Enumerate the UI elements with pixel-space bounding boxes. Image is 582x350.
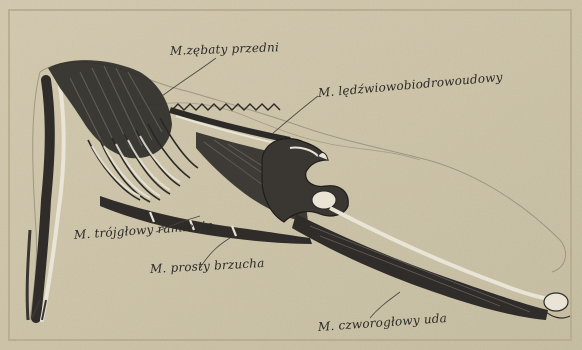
anatomy-illustration: M.zębaty przedni M. lędźwiowobiodrowoudo… [0, 0, 582, 350]
anatomy-drawing [0, 0, 582, 350]
